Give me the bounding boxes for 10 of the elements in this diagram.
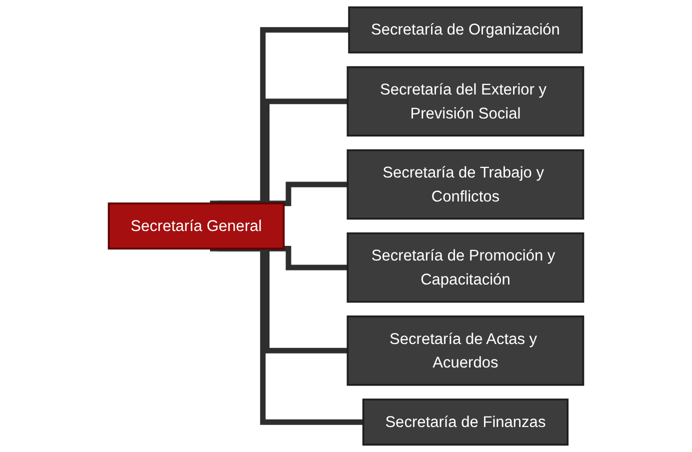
node-box: Secretaría de Actas y Acuerdos [346, 315, 584, 386]
connector [210, 27, 350, 206]
connector [218, 98, 348, 206]
connector [210, 246, 364, 425]
node-box: Secretaría de Promoción y Capacitación [346, 232, 584, 303]
node-box: Secretaría de Trabajo y Conflictos [346, 149, 584, 220]
node-box: Secretaría de Organización [348, 6, 583, 54]
node-box: Secretaría de Finanzas [362, 398, 569, 446]
node-box: Secretaría General [108, 202, 285, 250]
node-box: Secretaría del Exterior y Previsión Social [346, 66, 584, 137]
